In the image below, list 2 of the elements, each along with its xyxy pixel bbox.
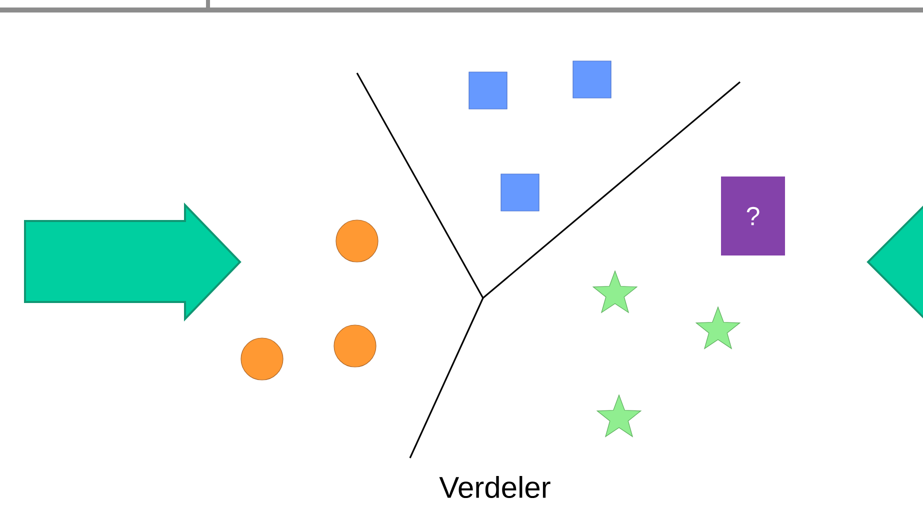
- query-box: ?: [721, 176, 785, 256]
- caption: Verdeler: [439, 476, 550, 498]
